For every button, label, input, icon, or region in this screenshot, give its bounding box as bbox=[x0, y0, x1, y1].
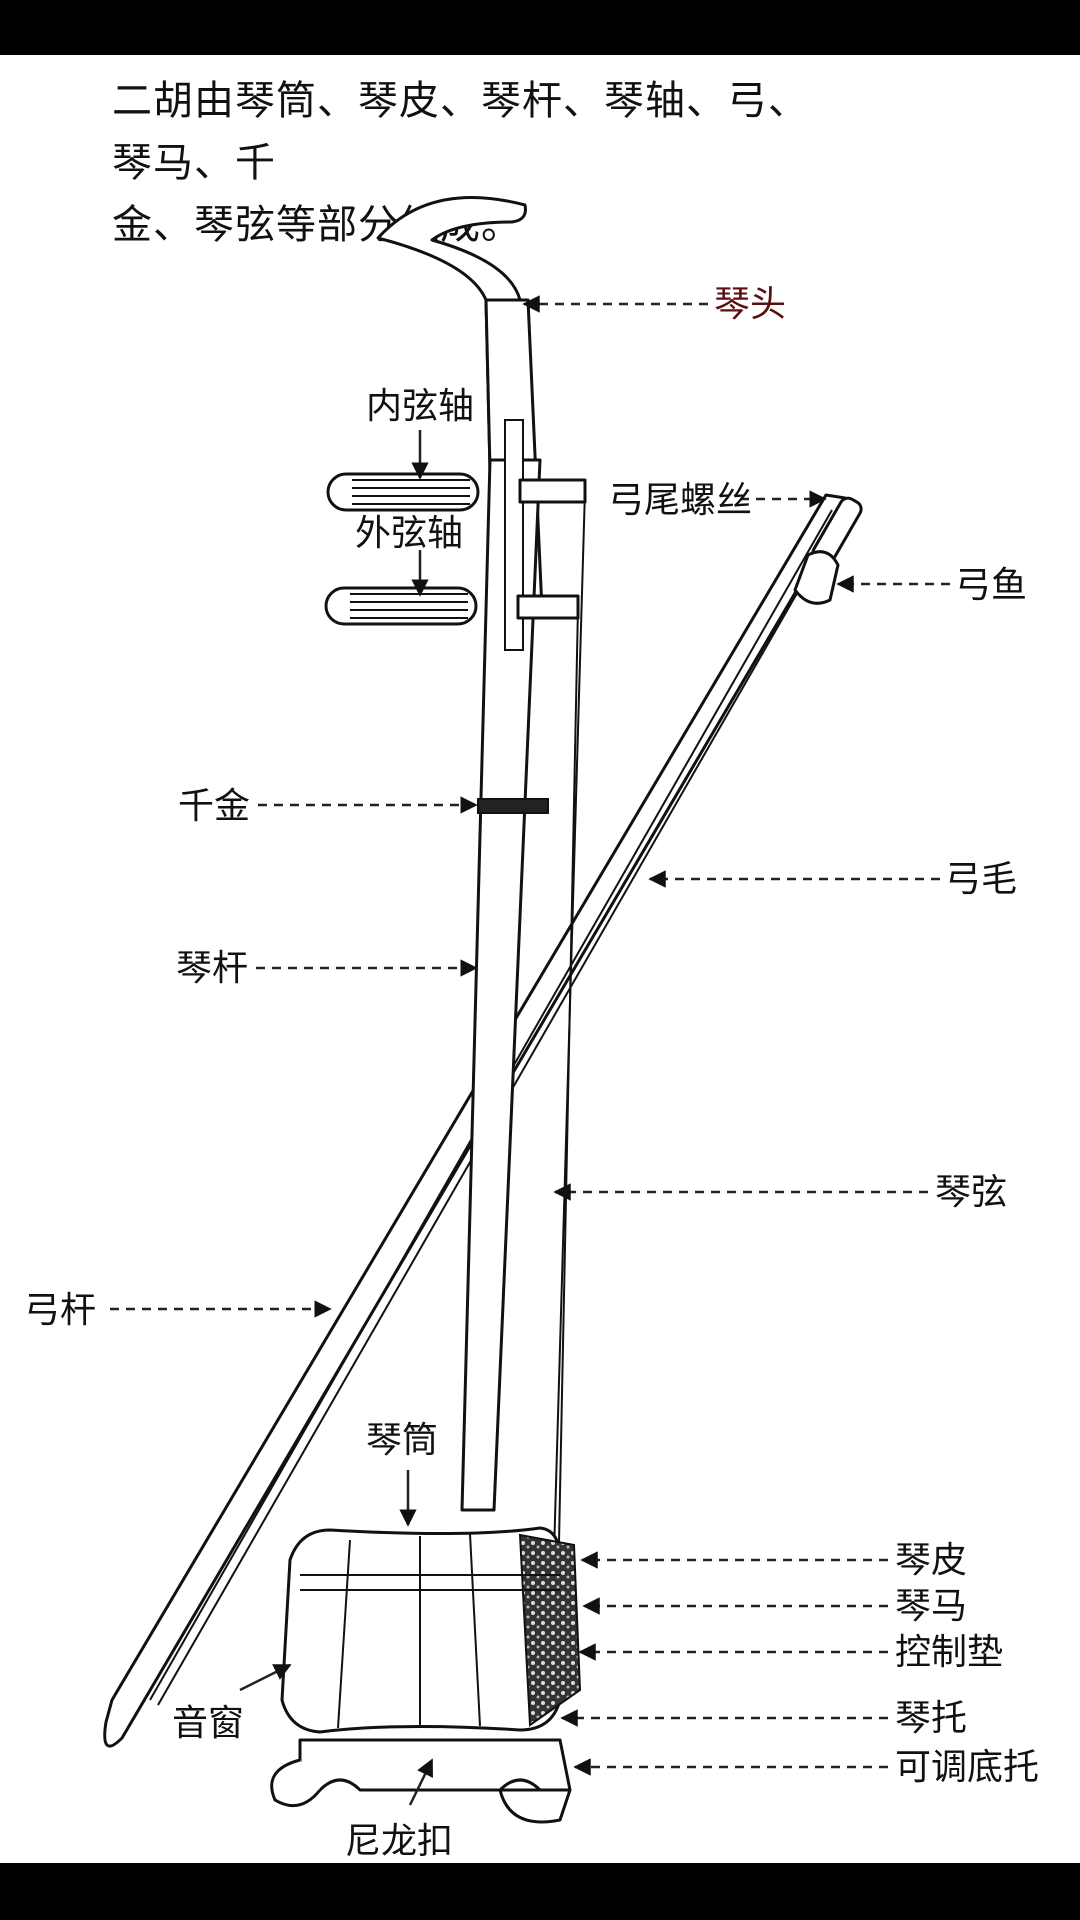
base-foot bbox=[498, 1788, 572, 1824]
label-neixianzhou: 内弦轴 bbox=[366, 386, 474, 427]
labels: 琴头 内弦轴 外弦轴 弓尾螺丝 弓鱼 千金 弓毛 琴杆 琴弦 弓杆 琴筒 琴皮 … bbox=[24, 284, 1039, 1862]
label-nilongkou: 尼龙扣 bbox=[345, 1821, 453, 1862]
label-qintuo: 琴托 bbox=[895, 1698, 967, 1739]
inner-peg bbox=[326, 472, 587, 512]
bow-frog bbox=[793, 550, 840, 605]
label-gongyu: 弓鱼 bbox=[955, 565, 1027, 606]
label-qianjin: 千金 bbox=[178, 786, 250, 827]
strings-2 bbox=[555, 605, 579, 1691]
sound-box-face bbox=[518, 1533, 582, 1727]
label-kongzhidian: 控制垫 bbox=[895, 1632, 1003, 1673]
top-black-bar bbox=[0, 0, 1080, 55]
label-gongmao: 弓毛 bbox=[945, 859, 1017, 900]
base-curl bbox=[270, 1758, 322, 1808]
peg-box-slot bbox=[504, 419, 524, 651]
label-qintong: 琴筒 bbox=[366, 1420, 438, 1461]
label-gongweiluosi: 弓尾螺丝 bbox=[608, 480, 752, 521]
bottom-black-bar bbox=[0, 1863, 1080, 1920]
label-ketiaodituo: 可调底托 bbox=[895, 1747, 1039, 1788]
label-qinpi: 琴皮 bbox=[895, 1540, 967, 1581]
label-qinma: 琴马 bbox=[895, 1586, 967, 1627]
label-yinchuang: 音窗 bbox=[172, 1703, 244, 1744]
leader-lines bbox=[110, 295, 950, 1806]
label-qintou: 琴头 bbox=[714, 284, 786, 325]
caption-line-1: 二胡由琴筒、琴皮、琴杆、琴轴、弓、琴马、千 bbox=[112, 78, 809, 186]
base-stand bbox=[298, 1738, 572, 1792]
label-qingan: 琴杆 bbox=[176, 948, 248, 989]
label-waixianzhou: 外弦轴 bbox=[355, 513, 463, 554]
outer-peg bbox=[324, 586, 580, 626]
qianjin-loop bbox=[477, 798, 549, 814]
label-qinxian: 琴弦 bbox=[935, 1172, 1007, 1213]
erhu-body bbox=[270, 195, 587, 1824]
label-gonggan: 弓杆 bbox=[24, 1290, 96, 1331]
